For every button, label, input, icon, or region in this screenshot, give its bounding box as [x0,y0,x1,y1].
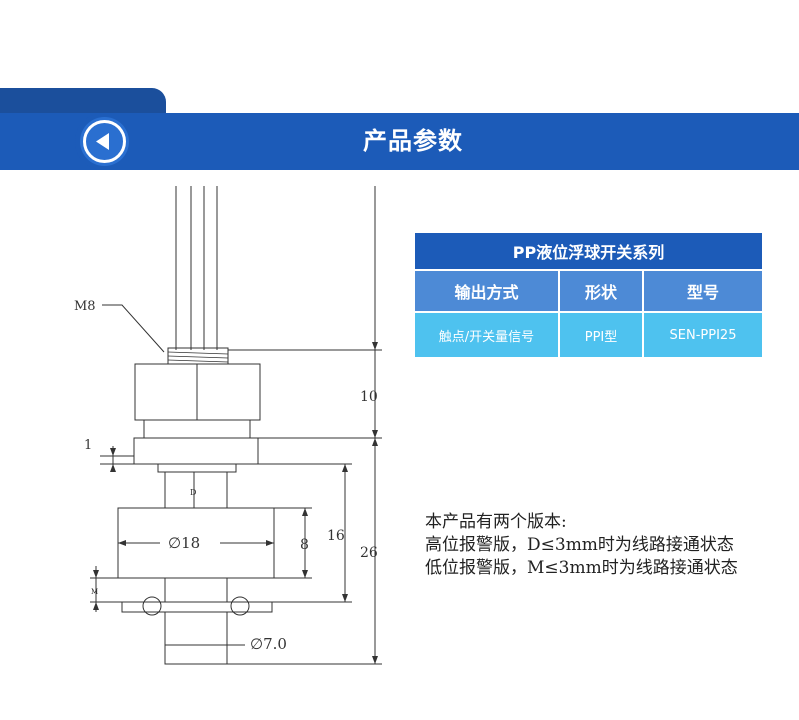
version-notes: 本产品有两个版本: 高位报警版，D≤3mm时为线路接通状态 低位报警版，M≤3m… [425,511,738,580]
technical-drawing: M8 10 1 D ∅18 8 16 26 M ∅7.0 [74,186,382,665]
column-header-shape: 形状 [558,269,644,313]
spec-table: PP液位浮球开关系列 输出方式 形状 型号 触点/开关量信号 PPI型 SEN-… [413,231,764,359]
table-title: PP液位浮球开关系列 [413,231,764,271]
dim-m-label: M [91,588,98,596]
dim-26-label: 26 [360,545,378,561]
note-line-3: 低位报警版，M≤3mm时为线路接通状态 [425,558,738,578]
note-line-1: 本产品有两个版本: [425,512,567,532]
cell-output: 触点/开关量信号 [413,311,560,359]
back-button[interactable] [80,117,129,166]
page-title: 产品参数 [363,127,463,155]
dim-1-label: 1 [84,438,92,453]
arrow-left-circle-icon [83,120,126,163]
dim-8-label: 8 [300,537,309,553]
dim-7-label: ∅7.0 [250,635,287,653]
dim-d-label: D [190,488,196,497]
dim-10-label: 10 [360,389,378,405]
dim-18-label: ∅18 [168,534,200,552]
column-header-output: 输出方式 [413,269,560,313]
dim-16-label: 16 [327,528,345,544]
cell-model: SEN-PPI25 [642,311,764,359]
cell-shape: PPI型 [558,311,644,359]
note-line-2: 高位报警版，D≤3mm时为线路接通状态 [425,535,734,555]
column-header-model: 型号 [642,269,764,313]
thread-label: M8 [74,299,96,314]
